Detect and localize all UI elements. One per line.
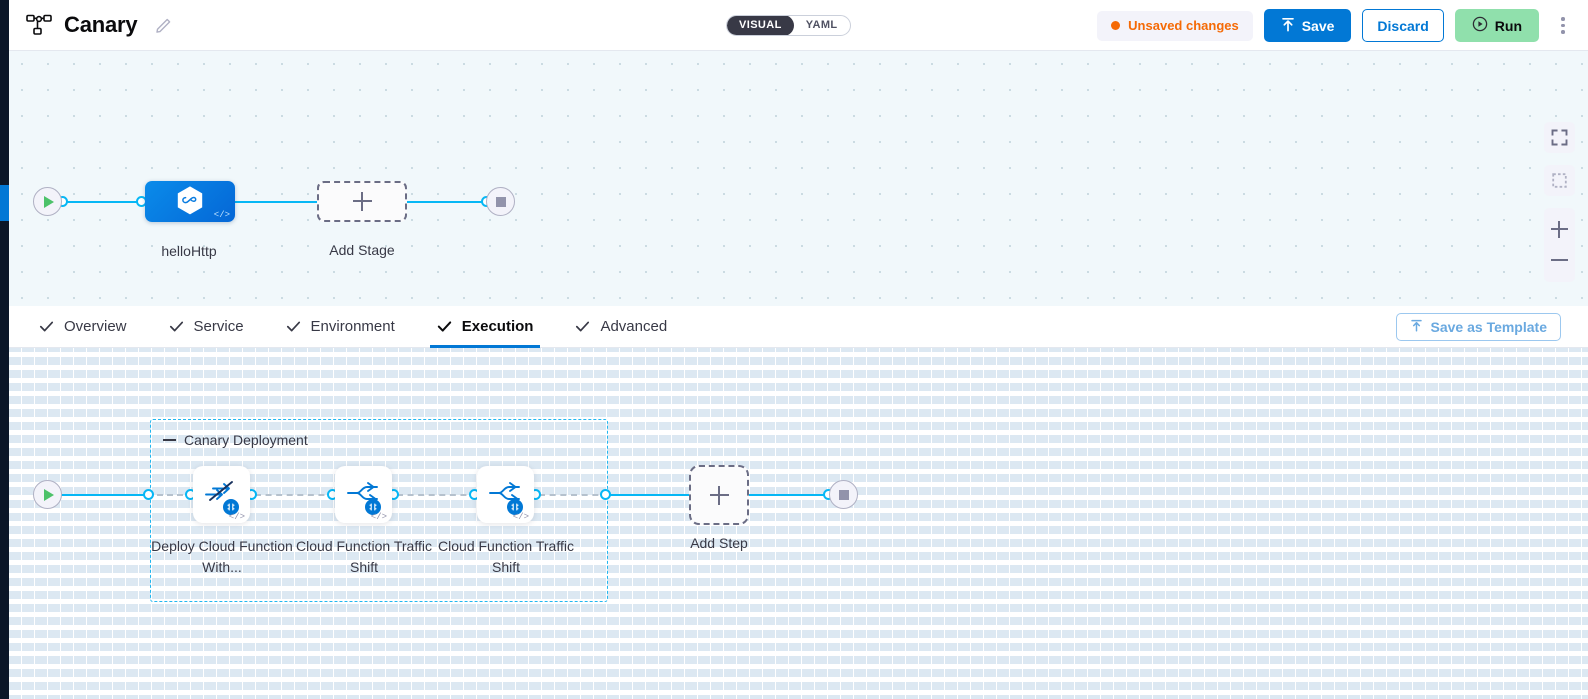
run-button-label: Run [1494, 17, 1522, 34]
execution-start-node[interactable] [33, 480, 62, 509]
port-group-exit[interactable] [600, 489, 611, 500]
add-step-button[interactable] [689, 465, 749, 525]
check-icon [39, 321, 54, 332]
zoom-in-icon[interactable] [1544, 214, 1575, 245]
unsaved-dot-icon [1111, 21, 1121, 30]
tab-service[interactable]: Service [148, 306, 265, 348]
stage-group-canary-deployment[interactable]: Canary Deployment [150, 419, 608, 602]
harness-badge-icon [365, 499, 381, 515]
stage-canvas[interactable]: </> helloHttp Add Stage [9, 51, 1588, 306]
pipeline-end-node[interactable] [486, 187, 515, 216]
tab-service-label: Service [193, 318, 244, 335]
pencil-edit-icon[interactable] [149, 16, 173, 34]
step-node-traffic-shift-1[interactable]: </> [335, 466, 392, 523]
unsaved-changes-badge: Unsaved changes [1097, 10, 1253, 41]
add-stage-label: Add Stage [329, 242, 395, 258]
harness-badge-icon [507, 499, 523, 515]
collapse-dash-icon[interactable] [163, 438, 176, 442]
play-circle-icon [1472, 16, 1488, 35]
step-label-1: Deploy Cloud Function With... [151, 538, 293, 575]
header-actions: Unsaved changes Save Discard Run [1097, 0, 1574, 51]
toggle-yaml[interactable]: YAML [805, 19, 838, 31]
step-label-3: Cloud Function Traffic Shift [438, 538, 574, 575]
step-node-deploy-cloud-function[interactable]: </> [193, 466, 250, 523]
play-start-icon [44, 195, 54, 208]
group-title[interactable]: Canary Deployment [163, 432, 308, 448]
unsaved-changes-label: Unsaved changes [1128, 18, 1239, 33]
canvas-controls [1544, 122, 1575, 282]
check-icon [169, 321, 183, 332]
harness-badge-icon [223, 499, 239, 515]
left-nav-rail [0, 0, 9, 699]
tab-overview-label: Overview [64, 318, 127, 335]
check-icon [576, 321, 590, 332]
tab-execution-label: Execution [461, 318, 534, 335]
edge-group-in [157, 494, 193, 496]
left-rail-active-indicator [0, 185, 9, 221]
template-upload-icon [1410, 319, 1423, 335]
run-button[interactable]: Run [1454, 9, 1539, 42]
app-header: Canary VISUAL YAML Unsaved changes Save [0, 0, 1588, 51]
add-step-label: Add Step [690, 535, 748, 551]
edge-addstep-to-end [749, 494, 837, 496]
tab-environment-label: Environment [310, 318, 395, 335]
plus-icon [352, 192, 372, 211]
tab-environment[interactable]: Environment [265, 306, 416, 348]
kebab-menu-icon[interactable] [1552, 11, 1574, 41]
save-button[interactable]: Save [1263, 9, 1352, 42]
step-code-tag: </> [228, 512, 245, 522]
fit-to-screen-icon[interactable] [1544, 165, 1575, 196]
execution-end-node[interactable] [829, 480, 858, 509]
stop-end-icon [838, 489, 849, 500]
header-left-group: Canary [0, 12, 173, 38]
toggle-visual[interactable]: VISUAL [727, 16, 794, 35]
check-icon [286, 321, 300, 332]
edge-step3-groupout [539, 494, 609, 496]
save-as-template-label: Save as Template [1430, 319, 1547, 335]
pipeline-start-node[interactable] [33, 187, 62, 216]
expand-fullscreen-icon[interactable] [1544, 122, 1575, 153]
page-title: Canary [64, 12, 138, 37]
stage-node-hellohttp[interactable]: </> [145, 181, 235, 222]
edge-start-to-stage [55, 201, 157, 203]
edge-step2-step3 [397, 494, 477, 496]
step-code-tag: </> [370, 512, 387, 522]
stage-node-label: helloHttp [161, 243, 217, 259]
check-icon [437, 321, 451, 332]
tab-execution[interactable]: Execution [416, 306, 555, 348]
tab-overview[interactable]: Overview [18, 306, 148, 348]
discard-button-label: Discard [1377, 17, 1429, 34]
play-start-icon [44, 488, 54, 501]
group-title-label: Canary Deployment [184, 432, 308, 448]
harness-hexagon-icon [177, 186, 203, 215]
pipeline-tabs: Overview Service Environment Execution A… [9, 306, 1588, 348]
execution-canvas[interactable]: Execution Rollback [9, 348, 1588, 699]
save-as-template-button[interactable]: Save as Template [1395, 313, 1561, 341]
plus-icon [709, 485, 729, 505]
deploy-cloud-function-icon [205, 481, 233, 501]
tab-advanced[interactable]: Advanced [554, 306, 688, 348]
discard-button[interactable]: Discard [1362, 9, 1444, 42]
add-stage-button[interactable] [317, 181, 407, 222]
save-button-label: Save [1301, 17, 1335, 34]
port-group-entry[interactable] [143, 489, 154, 500]
edge-exec-start [55, 494, 151, 496]
stage-code-tag: </> [213, 210, 230, 220]
zoom-out-icon[interactable] [1544, 245, 1575, 276]
tab-advanced-label: Advanced [600, 318, 668, 335]
stop-end-icon [495, 196, 506, 207]
edge-stage-to-addstage [221, 201, 321, 203]
step-label-2: Cloud Function Traffic Shift [296, 538, 432, 575]
edge-step1-step2 [255, 494, 335, 496]
edge-group-to-addstep [605, 494, 691, 496]
step-code-tag: </> [512, 512, 529, 522]
zoom-group [1544, 208, 1575, 282]
pipeline-nodes-icon [26, 14, 52, 36]
upload-arrow-icon [1281, 17, 1295, 35]
step-node-traffic-shift-2[interactable]: </> [477, 466, 534, 523]
view-mode-toggle[interactable]: VISUAL YAML [726, 15, 851, 36]
edge-addstage-to-end [397, 201, 495, 203]
